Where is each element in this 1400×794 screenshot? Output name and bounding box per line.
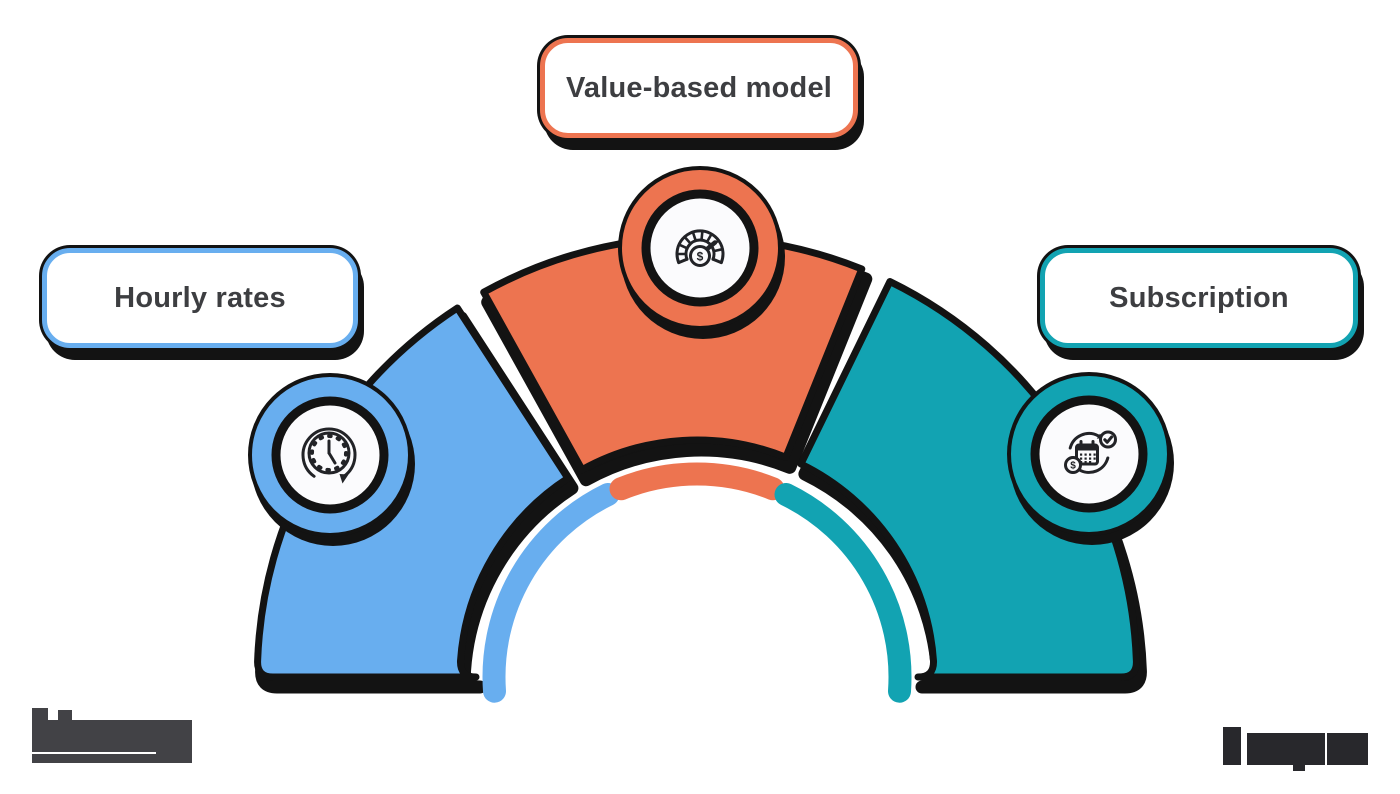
hourly-badge (248, 373, 415, 546)
arch-segment-hourly (254, 304, 572, 681)
dollar-gauge-icon: $ (675, 229, 725, 267)
card-subscription: Subscription (1040, 248, 1358, 348)
left-logo-underline (32, 754, 192, 763)
card-subscription-label: Subscription (1109, 281, 1289, 314)
arch-segment-subscription (797, 278, 1140, 681)
inner-accent-arc-right (774, 483, 912, 703)
right-logo-censored (1223, 727, 1368, 771)
card-value-based-model-label: Value-based model (565, 71, 833, 104)
svg-text:$: $ (1070, 461, 1076, 472)
inner-accent-arc-left (482, 483, 620, 703)
svg-text:$: $ (697, 250, 704, 264)
clock-history-icon (301, 427, 357, 484)
value-badge: $ (618, 166, 785, 339)
recurring-calendar-icon: $ (1064, 430, 1117, 474)
inner-accent-arc-top (609, 462, 785, 501)
card-value-based-model: Value-based model (540, 38, 858, 138)
left-logo-censored (32, 708, 192, 760)
card-hourly-rates: Hourly rates (42, 248, 358, 348)
card-hourly-rates-label: Hourly rates (114, 281, 286, 314)
subscription-badge: $ (1007, 372, 1174, 545)
